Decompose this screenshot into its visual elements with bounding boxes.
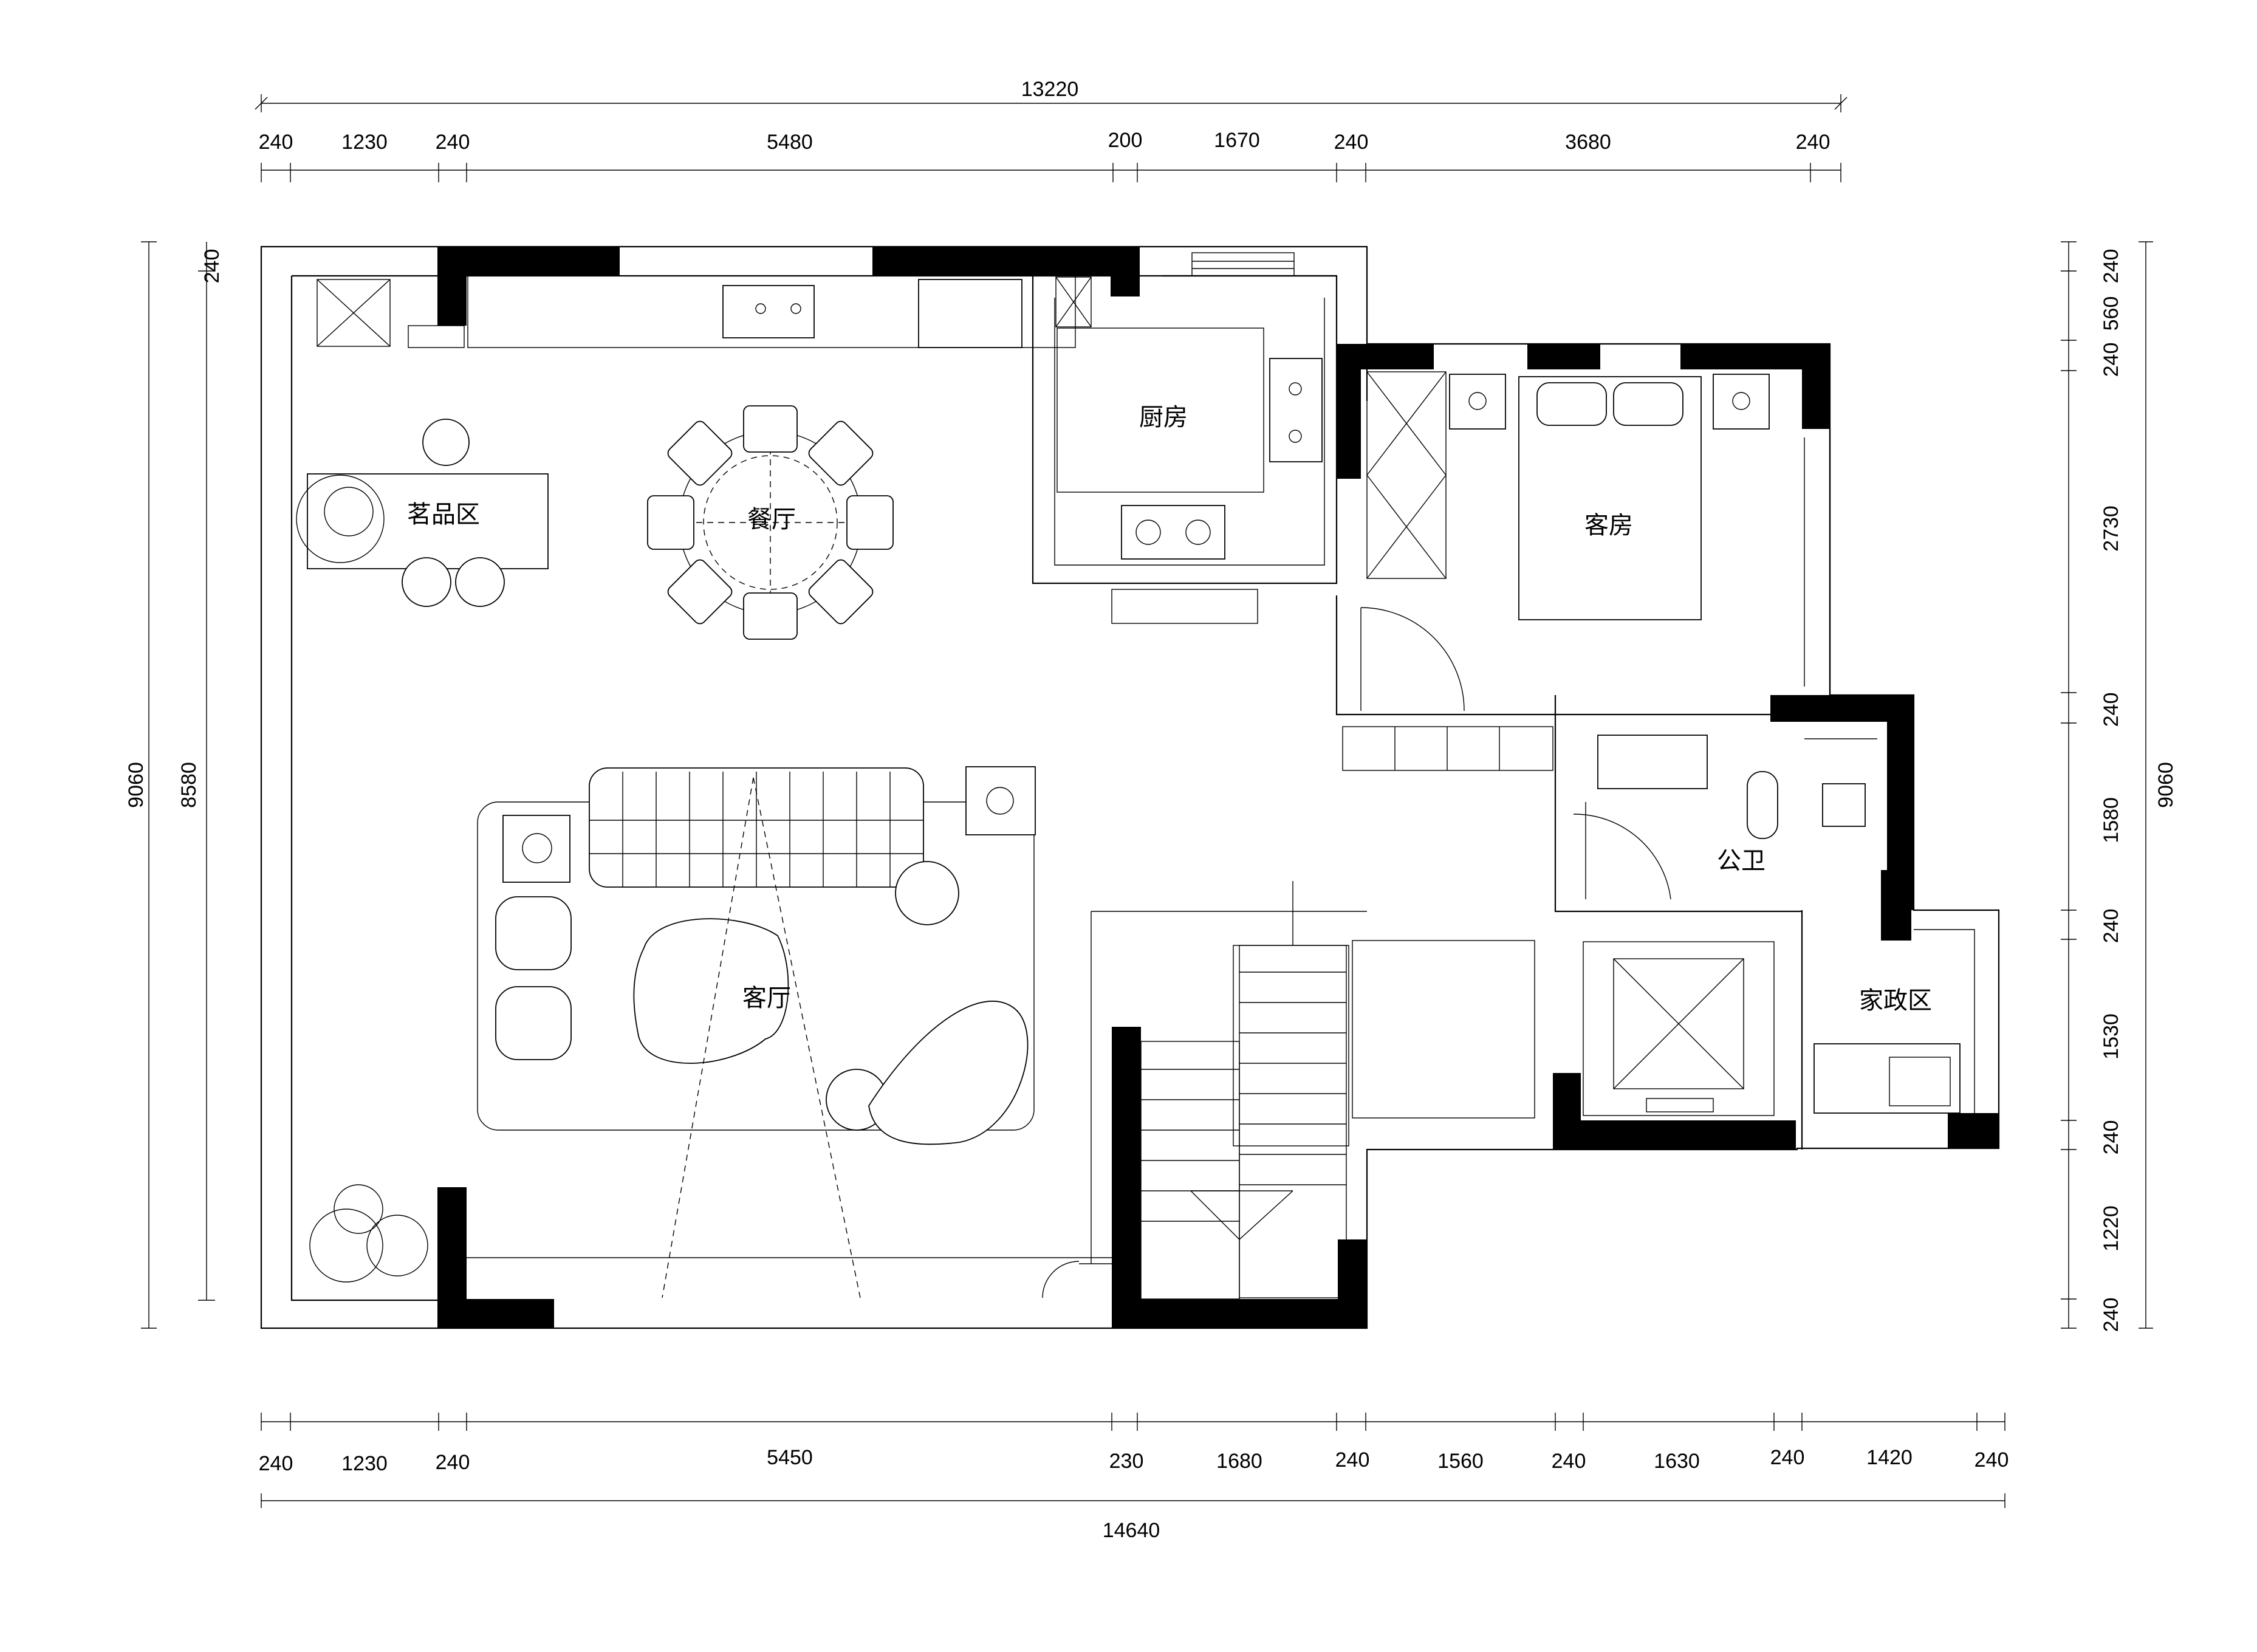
- plants-bottom-left: [309, 1184, 428, 1283]
- dim-bottom-seg-2: 1230: [341, 1452, 388, 1475]
- dim-bottom-seg-11: 240: [1770, 1446, 1805, 1469]
- dim-right-seg-3: 240: [2100, 343, 2123, 377]
- guest-room: 客房: [1335, 371, 1831, 716]
- dim-top-seg-6: 1670: [1214, 129, 1260, 152]
- dim-bottom-seg-12: 1420: [1866, 1446, 1913, 1469]
- dim-left-inner: 8580: [177, 762, 200, 808]
- top-counter: [317, 275, 1076, 348]
- housekeeping-area: 家政区: [1801, 911, 1975, 1150]
- dim-right-seg-1: 240: [2100, 249, 2123, 284]
- dim-right-seg-7: 240: [2100, 909, 2123, 944]
- dim-top-seg-1: 240: [259, 131, 293, 154]
- wardrobe-strip: [1342, 726, 1553, 771]
- tea-area-furniture: 茗品区: [296, 419, 549, 607]
- dim-bottom-seg-5: 230: [1109, 1450, 1144, 1473]
- dimension-right: 240 560 240 2730 240 1580 240 1530 240 1…: [2061, 241, 2177, 1332]
- room-label-tea: 茗品区: [407, 501, 480, 529]
- dim-left-total: 9060: [125, 762, 148, 808]
- dim-bottom-seg-1: 240: [259, 1452, 293, 1475]
- dim-right-seg-6: 1580: [2100, 797, 2123, 843]
- dim-right-seg-4: 2730: [2100, 506, 2123, 552]
- kitchen: 厨房: [1032, 275, 1338, 624]
- dim-right-seg-9: 240: [2100, 1120, 2123, 1155]
- dimension-bottom: 240 1230 240 5450 230 1680 240 1560 240 …: [259, 1413, 2009, 1542]
- dimension-top: 13220 240 1230 240 5480 200 1670 240 368…: [255, 78, 1848, 182]
- dim-right-seg-10: 1220: [2100, 1205, 2123, 1252]
- room-label-housekeeping: 家政区: [1859, 987, 1932, 1015]
- dimension-left: 9060 8580 240: [125, 241, 224, 1329]
- public-bathroom: 公卫: [1554, 695, 1877, 913]
- dim-left-top: 240: [200, 249, 224, 284]
- room-label-guest: 客房: [1584, 512, 1633, 540]
- dim-bottom-seg-13: 240: [1974, 1448, 2009, 1472]
- walls-solid: [437, 247, 1999, 1328]
- dim-right-total: 9060: [2154, 762, 2177, 808]
- dim-top-seg-7: 240: [1334, 131, 1369, 154]
- living-furniture: 客厅: [477, 766, 1036, 1298]
- dim-bottom-seg-4: 5450: [767, 1446, 813, 1469]
- dim-bottom-seg-9: 240: [1552, 1450, 1586, 1473]
- dim-top-seg-2: 1230: [341, 131, 388, 154]
- dim-top-seg-4: 5480: [767, 131, 813, 154]
- dim-right-seg-11: 240: [2100, 1298, 2123, 1332]
- dim-top-seg-5: 200: [1108, 129, 1143, 152]
- dim-bottom-seg-10: 1630: [1654, 1450, 1700, 1473]
- dim-bottom-seg-3: 240: [436, 1451, 470, 1474]
- dim-bottom-seg-8: 1560: [1437, 1450, 1484, 1473]
- dim-top-seg-9: 240: [1796, 131, 1831, 154]
- elevator: [1583, 941, 1775, 1116]
- dim-bottom-seg-7: 240: [1335, 1448, 1370, 1472]
- room-label-bath: 公卫: [1717, 847, 1766, 875]
- dim-bottom-total: 14640: [1103, 1519, 1160, 1542]
- dim-right-seg-2: 560: [2100, 296, 2123, 331]
- dim-right-seg-8: 1530: [2100, 1013, 2123, 1060]
- staircase: [1091, 881, 1535, 1300]
- dim-top-total: 13220: [1021, 78, 1079, 101]
- room-label-dining: 餐厅: [747, 506, 796, 533]
- dining-furniture: 餐厅: [647, 405, 894, 640]
- dim-bottom-seg-6: 1680: [1216, 1450, 1262, 1473]
- room-label-living: 客厅: [742, 984, 791, 1012]
- dim-top-seg-3: 240: [436, 131, 470, 154]
- room-label-kitchen: 厨房: [1139, 403, 1188, 431]
- door-marks: [437, 252, 1295, 1298]
- dim-right-seg-5: 240: [2100, 693, 2123, 727]
- dim-top-seg-8: 3680: [1565, 131, 1611, 154]
